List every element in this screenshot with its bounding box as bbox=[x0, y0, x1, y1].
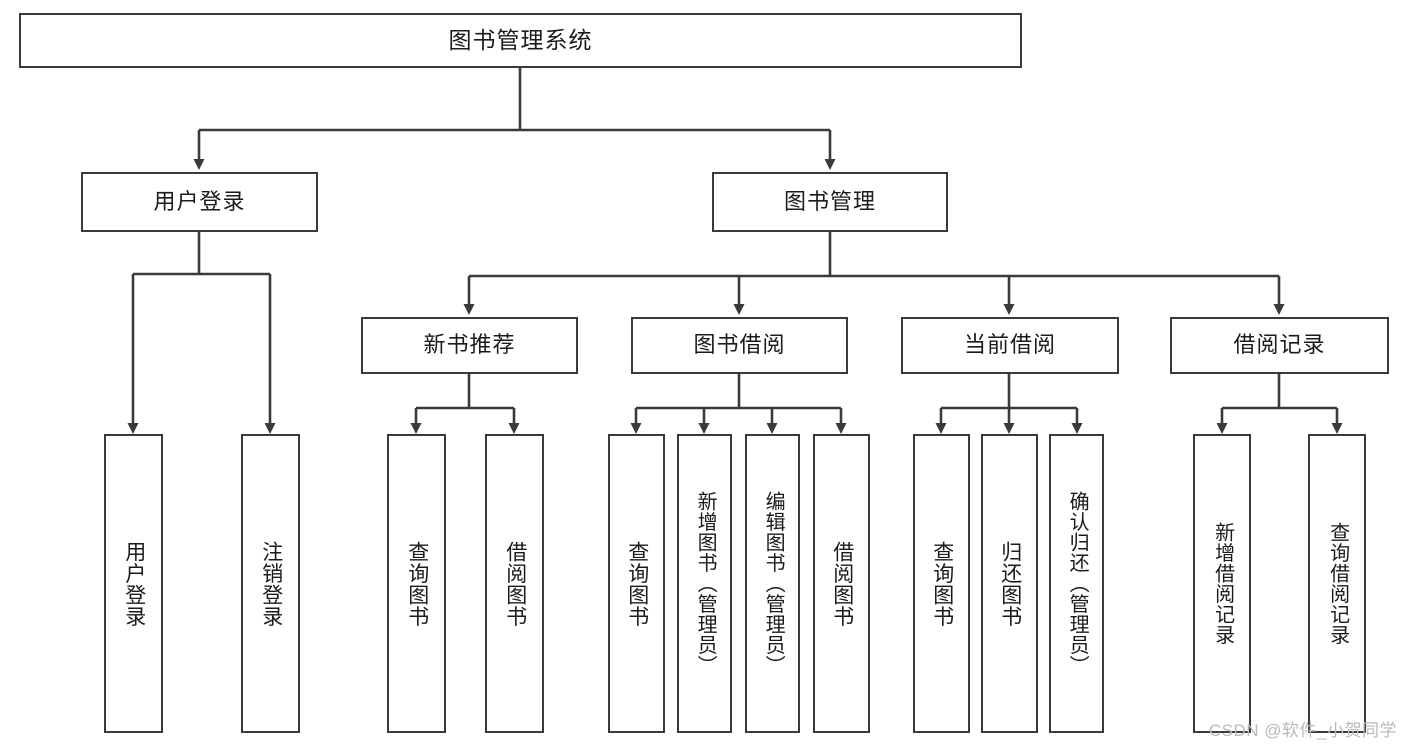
node-user-login[interactable]: 用户登录 bbox=[81, 172, 318, 232]
node-label: 查询借阅记录 bbox=[1326, 522, 1349, 645]
csdn-watermark: CSDN @软件_小贺同学 bbox=[1208, 721, 1397, 740]
node-leaf-return-book[interactable]: 归还图书 bbox=[981, 434, 1038, 733]
node-leaf-user-login[interactable]: 用户登录 bbox=[104, 434, 163, 733]
node-label: 确认归还（管理员） bbox=[1066, 491, 1089, 676]
node-root-system[interactable]: 图书管理系统 bbox=[19, 13, 1022, 68]
node-label: 图书借阅 bbox=[693, 332, 786, 358]
node-label: 用户登录 bbox=[122, 540, 146, 627]
node-label: 借阅图书 bbox=[503, 540, 527, 627]
node-leaf-query-book-recommend[interactable]: 查询图书 bbox=[387, 434, 446, 733]
node-leaf-edit-book-admin[interactable]: 编辑图书（管理员） bbox=[745, 434, 800, 733]
node-leaf-query-book-current[interactable]: 查询图书 bbox=[913, 434, 970, 733]
node-new-book-recommend[interactable]: 新书推荐 bbox=[361, 317, 578, 374]
node-book-management[interactable]: 图书管理 bbox=[712, 172, 948, 232]
node-borrow-record[interactable]: 借阅记录 bbox=[1170, 317, 1389, 374]
node-label: 新增借阅记录 bbox=[1211, 522, 1234, 645]
node-label: 用户登录 bbox=[153, 188, 246, 214]
node-label: 归还图书 bbox=[998, 540, 1022, 627]
node-label: 编辑图书（管理员） bbox=[762, 491, 785, 676]
node-label: 借阅记录 bbox=[1233, 332, 1326, 358]
node-label: 查询图书 bbox=[930, 540, 954, 627]
node-book-borrow[interactable]: 图书借阅 bbox=[631, 317, 848, 374]
node-label: 图书管理 bbox=[783, 188, 876, 214]
node-label: 查询图书 bbox=[625, 540, 649, 627]
node-label: 借阅图书 bbox=[830, 540, 854, 627]
node-leaf-add-book-admin[interactable]: 新增图书（管理员） bbox=[677, 434, 732, 733]
node-label: 当前借阅 bbox=[963, 332, 1056, 358]
node-leaf-user-logout[interactable]: 注销登录 bbox=[241, 434, 300, 733]
node-label: 图书管理系统 bbox=[448, 26, 593, 53]
node-leaf-confirm-return-admin[interactable]: 确认归还（管理员） bbox=[1049, 434, 1104, 733]
node-leaf-query-borrow-record[interactable]: 查询借阅记录 bbox=[1308, 434, 1366, 733]
node-label: 注销登录 bbox=[259, 540, 283, 627]
node-leaf-borrow-book[interactable]: 借阅图书 bbox=[813, 434, 870, 733]
node-leaf-add-borrow-record[interactable]: 新增借阅记录 bbox=[1193, 434, 1251, 733]
node-label: 新增图书（管理员） bbox=[694, 491, 717, 676]
node-label: 查询图书 bbox=[405, 540, 429, 627]
node-leaf-query-book-borrow[interactable]: 查询图书 bbox=[608, 434, 665, 733]
node-current-borrow[interactable]: 当前借阅 bbox=[901, 317, 1119, 374]
node-label: 新书推荐 bbox=[423, 332, 516, 358]
node-leaf-borrow-book-recommend[interactable]: 借阅图书 bbox=[485, 434, 544, 733]
